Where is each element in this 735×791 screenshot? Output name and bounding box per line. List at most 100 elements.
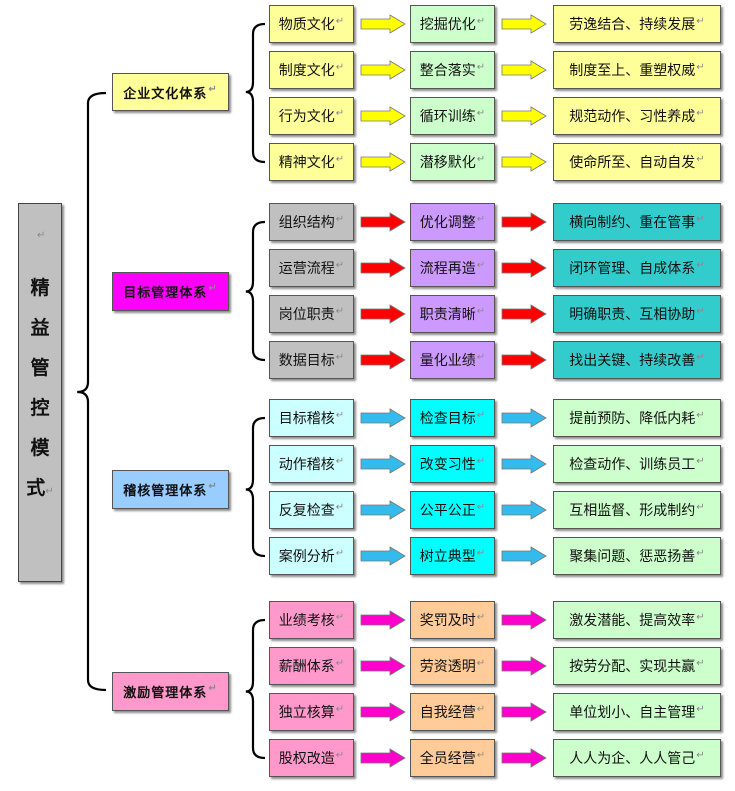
paragraph-mark: ↵ [696,455,705,467]
result-box: 单位划小、自主管理↵ [553,693,721,731]
result-box: 明确职责、互相协助↵ [553,295,721,333]
action-box-label: 奖罚及时 [419,613,476,629]
paragraph-mark: ↵ [208,283,218,294]
paragraph-mark: ↵ [696,351,705,363]
paragraph-mark: ↵ [335,703,345,715]
paragraph-mark: ↵ [476,15,486,27]
system-box-label: 目标管理体系 [123,286,208,301]
paragraph-mark: ↵ [335,455,345,467]
result-box-label: 闭环管理、自成体系 [569,261,696,277]
root-title-char: 控 [30,397,50,419]
item-box-label: 行为文化 [278,109,335,125]
action-box-label: 流程再造 [419,261,476,277]
right-arrow [501,748,547,768]
result-box: 制度至上、重塑权威↵ [553,51,721,89]
item-box: 目标稽核↵ [269,399,354,437]
right-arrow [501,14,547,34]
item-box-label: 制度文化 [278,63,335,79]
result-box: 提前预防、降低内耗↵ [553,399,721,437]
right-arrow [360,258,406,278]
paragraph-mark: ↵ [696,547,705,559]
right-arrow [360,656,406,676]
paragraph-mark: ↵ [476,213,486,225]
action-box: 优化调整↵ [410,203,495,241]
paragraph-mark: ↵ [476,409,486,421]
result-box-label: 找出关键、持续改善 [569,353,696,369]
action-box-label: 循环训练 [419,109,476,125]
paragraph-mark: ↵ [696,657,705,669]
right-arrow [501,212,547,232]
right-arrow [501,546,547,566]
result-box-label: 人人为企、人人管己 [569,751,696,767]
paragraph-mark: ↵ [476,305,486,317]
result-box: 检查动作、训练员工↵ [553,445,721,483]
result-box-label: 检查动作、训练员工 [569,457,696,473]
group-brace [245,416,266,558]
result-box-label: 规范动作、习性养成 [569,109,696,125]
right-arrow [360,610,406,630]
paragraph-mark: ↵ [37,230,46,241]
action-box: 循环训练↵ [410,97,495,135]
paragraph-mark: ↵ [476,611,486,623]
paragraph-mark: ↵ [696,15,705,27]
right-arrow [501,350,547,370]
item-box: 行为文化↵ [269,97,354,135]
action-box: 量化业绩↵ [410,341,495,379]
result-box-label: 激发潜能、提高效率 [569,613,696,629]
system-box-label: 企业文化体系 [123,86,208,102]
action-box: 树立典型↵ [410,537,495,575]
paragraph-mark: ↵ [335,501,345,513]
system-box: 激励管理体系↵ [112,672,229,711]
right-arrow [360,748,406,768]
result-box-label: 提前预防、降低内耗 [569,411,696,427]
item-box-label: 组织结构 [278,215,335,231]
result-box: 劳逸结合、持续发展↵ [553,5,721,43]
paragraph-mark: ↵ [335,611,345,623]
right-arrow [501,702,547,722]
item-box-label: 薪酬体系 [278,659,335,675]
action-box-label: 整合落实 [419,63,476,79]
item-box-label: 数据目标 [278,353,335,369]
system-box-label: 激励管理体系 [123,686,208,701]
paragraph-mark: ↵ [335,15,345,27]
action-box: 改变习性↵ [410,445,495,483]
group-brace [245,618,266,760]
result-box-label: 横向制约、重在管事 [569,215,696,231]
right-arrow [501,304,547,324]
action-box-label: 全员经营 [419,751,476,767]
root-title-char: 模 [30,437,50,459]
item-box: 动作稽核↵ [269,445,354,483]
action-box: 挖掘优化↵ [410,5,495,43]
result-box-label: 劳逸结合、持续发展 [569,17,696,33]
paragraph-mark: ↵ [335,749,345,761]
paragraph-mark: ↵ [335,409,345,421]
result-box-label: 单位划小、自主管理 [569,705,696,721]
paragraph-mark: ↵ [696,501,705,513]
right-arrow [360,454,406,474]
paragraph-mark: ↵ [335,259,345,271]
result-box: 闭环管理、自成体系↵ [553,249,721,287]
result-box: 规范动作、习性养成↵ [553,97,721,135]
right-arrow [360,14,406,34]
system-box: 稽核管理体系↵ [112,470,229,509]
paragraph-mark: ↵ [476,259,486,271]
result-box: 人人为企、人人管己↵ [553,739,721,777]
root-node: ↵ 精益管控模式↵ [18,203,62,582]
action-box-label: 树立典型 [419,549,476,565]
paragraph-mark: ↵ [335,547,345,559]
item-box-label: 运营流程 [278,261,335,277]
action-box-label: 职责清晰 [419,307,476,323]
result-box: 找出关键、持续改善↵ [553,341,721,379]
paragraph-mark: ↵ [696,259,705,271]
action-box: 检查目标↵ [410,399,495,437]
right-arrow [501,258,547,278]
item-box: 运营流程↵ [269,249,354,287]
paragraph-mark: ↵ [476,351,486,363]
paragraph-mark: ↵ [696,153,705,165]
system-box: 目标管理体系↵ [112,272,229,311]
paragraph-mark: ↵ [208,683,218,694]
action-box: 公平公正↵ [410,491,495,529]
item-box: 制度文化↵ [269,51,354,89]
right-arrow [360,60,406,80]
